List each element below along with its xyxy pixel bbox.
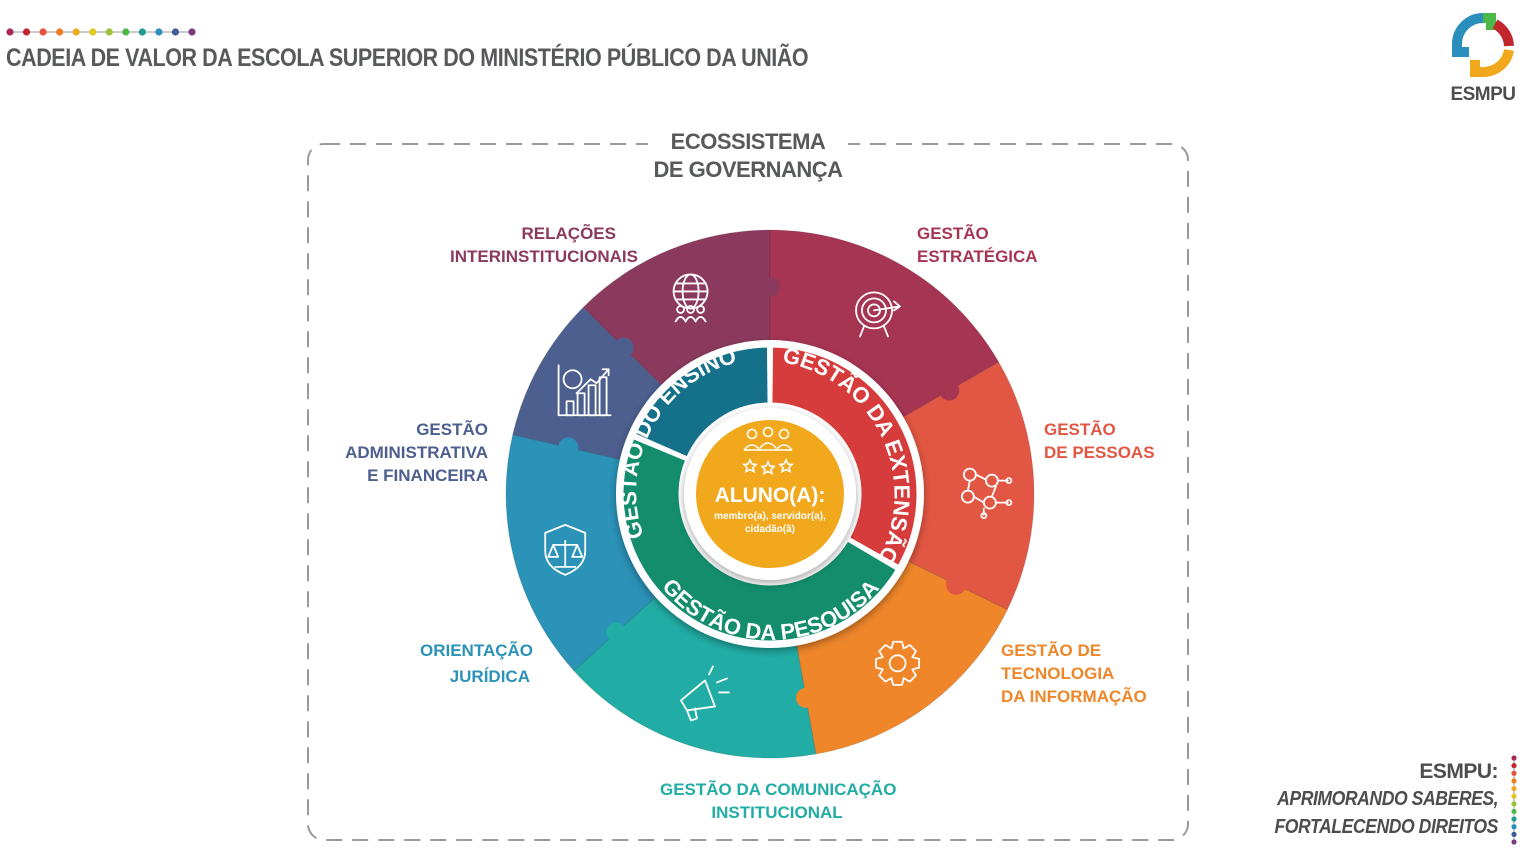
ecosystem-title: ECOSSISTEMA DE GOVERNANÇA — [648, 128, 848, 184]
label-comunicacao-line1: GESTÃO DA COMUNICAÇÃO — [660, 780, 897, 799]
label-estrategica: GESTÃO ESTRATÉGICA — [917, 222, 1038, 268]
ecosystem-title-line2: DE GOVERNANÇA — [653, 157, 843, 182]
label-administrativa-line2: ADMINISTRATIVA — [345, 443, 488, 462]
segment-tab — [613, 337, 634, 358]
label-pessoas: GESTÃO DE PESSOAS — [1044, 418, 1155, 464]
label-tecnologia-line1: GESTÃO DE — [1001, 641, 1102, 660]
label-administrativa-line1: GESTÃO — [416, 420, 488, 439]
header-dot — [105, 28, 113, 36]
header-dot — [122, 28, 130, 36]
center-title: ALUNO(A): — [715, 484, 826, 507]
label-administrativa-line3: E FINANCEIRA — [367, 466, 488, 485]
header-dot — [72, 28, 80, 36]
label-comunicacao: GESTÃO DA COMUNICAÇÃO INSTITUCIONAL — [660, 778, 897, 824]
tagline-line1: APRIMORANDO SABERES, — [1276, 788, 1498, 810]
label-tecnologia: GESTÃO DE TECNOLOGIA DA INFORMAÇÃO — [1001, 639, 1147, 708]
segment-tab — [939, 380, 960, 401]
header-dot — [188, 28, 196, 36]
people-network-icon — [960, 467, 1013, 520]
center-line1: membro(a), servidor(a), — [714, 511, 826, 522]
tagline-dot — [1511, 839, 1517, 845]
ecosystem-title-line1: ECOSSISTEMA — [670, 129, 826, 154]
segment-tab — [795, 687, 816, 708]
finance-chart-icon — [557, 364, 612, 417]
student-center-circle — [696, 420, 844, 568]
header-dot — [56, 28, 64, 36]
center-line2: cidadão(ã) — [745, 524, 795, 535]
segment-tab — [760, 277, 780, 297]
label-juridica-line2: JURÍDICA — [449, 667, 530, 686]
label-estrategica-line1: GESTÃO — [917, 224, 989, 243]
header-dot — [6, 28, 14, 36]
inner-segment-extensao — [769, 344, 920, 569]
shield-scales-icon — [544, 523, 587, 576]
label-relacoes-line2: INTERINSTITUCIONAIS — [450, 247, 638, 266]
tagline-dot — [1511, 808, 1517, 815]
gear-icon — [875, 640, 921, 686]
label-relacoes: RELAÇÕES INTERINSTITUCIONAIS — [450, 222, 638, 268]
tagline-dot — [1511, 763, 1517, 769]
target-arrow-icon — [855, 291, 901, 338]
globe-people-icon — [672, 273, 709, 323]
logo-text: ESMPU — [1450, 84, 1516, 105]
tagline-dot — [1511, 801, 1517, 807]
header-dot — [39, 28, 47, 36]
tagline-head: ESMPU: — [1419, 760, 1498, 783]
header-dot — [22, 28, 31, 36]
inner-segment-pesquisa — [620, 435, 900, 644]
tagline-dot — [1511, 778, 1517, 784]
label-tecnologia-line2: TECNOLOGIA — [1001, 664, 1115, 683]
tagline: ESMPU: APRIMORANDO SABERES, FORTALECENDO… — [1275, 755, 1520, 845]
tagline-line2: FORTALECENDO DIREITOS — [1274, 816, 1499, 838]
header-dot — [171, 28, 180, 36]
label-juridica-line1: ORIENTAÇÃO — [420, 641, 534, 660]
value-chain-wheel: GESTÃO DO ENSINO GESTÃO DA EXTENSÃO GEST… — [505, 229, 1035, 759]
label-pessoas-line2: DE PESSOAS — [1044, 443, 1155, 462]
segment-tab — [558, 437, 579, 458]
megaphone-icon — [680, 665, 730, 722]
segment-tab — [606, 622, 627, 643]
header-dot — [155, 28, 163, 36]
tagline-dot — [1511, 770, 1517, 776]
label-pessoas-line1: GESTÃO — [1044, 420, 1116, 439]
label-juridica: ORIENTAÇÃO JURÍDICA — [420, 638, 534, 690]
label-estrategica-line2: ESTRATÉGICA — [917, 247, 1038, 266]
esmpu-logo-mark — [1452, 13, 1514, 78]
page-title: CADEIA DE VALOR DA ESCOLA SUPERIOR DO MI… — [6, 44, 809, 72]
students-stars-icon — [742, 426, 794, 475]
label-administrativa: GESTÃO ADMINISTRATIVA E FINANCEIRA — [340, 418, 488, 487]
tagline-dot — [1511, 793, 1517, 799]
tagline-dot — [1511, 755, 1517, 761]
label-relacoes-line1: RELAÇÕES — [521, 224, 616, 243]
tagline-dot — [1511, 824, 1517, 830]
tagline-dot — [1511, 831, 1517, 837]
header-dot — [89, 28, 97, 36]
segment-tab — [946, 574, 967, 595]
esmpu-logo: ESMPU — [1447, 10, 1519, 105]
label-tecnologia-line3: DA INFORMAÇÃO — [1001, 687, 1147, 706]
tagline-dot-line — [1511, 755, 1517, 845]
inner-segment-ensino — [632, 344, 771, 460]
label-comunicacao-line2: INSTITUCIONAL — [711, 803, 843, 822]
header-dot-line — [6, 28, 196, 36]
tagline-dot — [1511, 785, 1517, 792]
tagline-dot — [1511, 816, 1517, 822]
header-dot — [138, 28, 146, 36]
